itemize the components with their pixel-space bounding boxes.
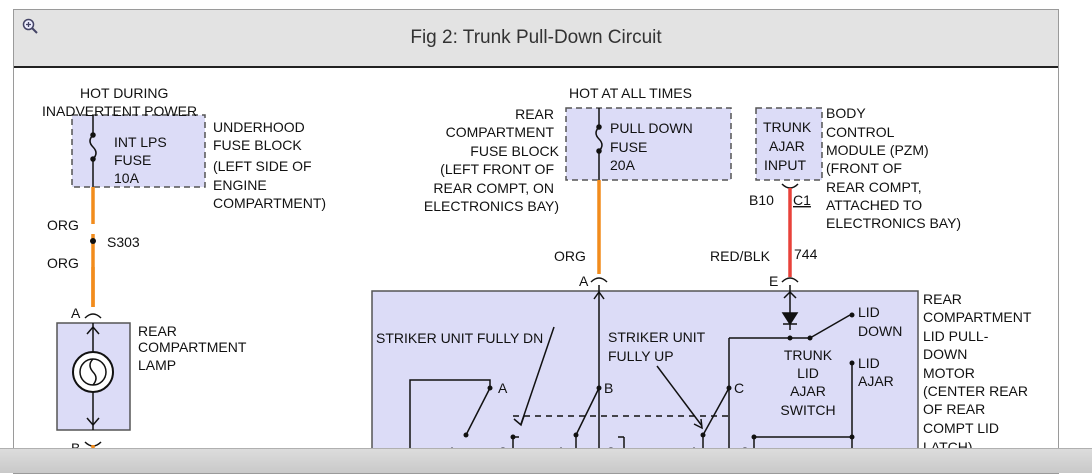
lid-ajar-1: LID	[858, 355, 880, 371]
fuse-label-2: FUSE	[114, 152, 151, 168]
bcm-connector: C1	[793, 192, 811, 208]
motor-desc-4: DOWN	[923, 346, 967, 362]
pull-down-motor-box	[371, 290, 919, 473]
connector-b10	[781, 183, 799, 189]
bcm-desc-3: MODULE (PZM)	[826, 142, 929, 158]
lid-ajar-2: AJAR	[858, 373, 894, 389]
bcm-wire-color: RED/BLK	[710, 248, 771, 264]
bcm-desc-2: CONTROL	[826, 124, 895, 140]
fuse-label-3: 10A	[114, 170, 140, 186]
magnifier-plus-icon[interactable]	[22, 18, 38, 34]
bcm-pin: B10	[749, 192, 774, 208]
trunk-ajar-input-box	[755, 107, 823, 181]
bottom-toolbar	[0, 448, 1092, 473]
bcm-desc-7: ELECTRONICS BAY)	[826, 215, 961, 231]
striker-up-1: STRIKER UNIT	[608, 329, 706, 345]
center-block-1: REAR	[515, 106, 554, 122]
center-wire-color: ORG	[554, 248, 586, 264]
bcm-circuit: 744	[794, 246, 818, 262]
bcm-input-1: TRUNK	[763, 119, 812, 135]
figure-title-bar: Fig 2: Trunk Pull-Down Circuit	[14, 10, 1058, 68]
connector-e	[781, 277, 799, 283]
splice-dot	[90, 238, 96, 244]
center-block-2: COMPARTMENT	[446, 124, 555, 140]
center-fuse-3: 20A	[610, 157, 636, 173]
motor-desc-2: COMPARTMENT	[923, 309, 1032, 325]
trunk-switch-3: AJAR	[790, 383, 826, 399]
motor-desc-7: OF REAR	[923, 401, 985, 417]
switch-b: B	[604, 380, 613, 396]
bcm-desc-4: (FRONT OF	[826, 160, 902, 176]
figure-frame: Fig 2: Trunk Pull-Down Circuit HOT DURIN…	[13, 9, 1059, 474]
bcm-desc-6: ATTACHED TO	[826, 197, 922, 213]
lamp-label-3: LAMP	[138, 357, 176, 373]
fuse-label-1: INT LPS	[114, 134, 167, 150]
motor-desc-8: COMPT LID	[923, 420, 999, 436]
fuse-block-1: UNDERHOOD	[213, 119, 305, 135]
bcm-desc-5: REAR COMPT,	[826, 179, 922, 195]
int-lps-fuse-box	[71, 114, 206, 188]
fuse-block-5: COMPARTMENT)	[213, 195, 326, 211]
trunk-switch-2: LID	[797, 365, 819, 381]
wire-org-label-2: ORG	[47, 255, 79, 271]
fuse-symbol	[595, 108, 603, 180]
splice-label: S303	[107, 234, 140, 250]
connector-a-left	[84, 313, 102, 319]
pin-a-left: A	[71, 305, 81, 321]
motor-desc-1: REAR	[923, 291, 962, 307]
center-block-5: REAR COMPT, ON	[433, 180, 554, 196]
switch-a: A	[498, 380, 508, 396]
striker-up-2: FULLY UP	[608, 348, 674, 364]
lid-down-1: LID	[858, 304, 880, 320]
fuse-block-3: (LEFT SIDE OF	[213, 158, 312, 174]
bcm-desc-1: BODY	[826, 105, 866, 121]
bcm-input-3: INPUT	[764, 157, 806, 173]
striker-dn: STRIKER UNIT FULLY DN	[376, 330, 543, 346]
lamp-label-1: REAR	[138, 323, 177, 339]
hot-all-times: HOT AT ALL TIMES	[569, 85, 692, 101]
switch-contact-dots	[463, 312, 855, 440]
motor-desc-6: (CENTER REAR	[923, 383, 1028, 399]
trunk-switch-4: SWITCH	[780, 402, 835, 418]
center-fuse-2: FUSE	[610, 139, 647, 155]
switch-c: C	[734, 380, 744, 396]
hot-label-2: INADVERTENT POWER	[42, 103, 197, 119]
center-block-3: FUSE BLOCK	[470, 143, 559, 159]
lid-down-2: DOWN	[858, 323, 902, 339]
bcm-input-2: AJAR	[769, 138, 805, 154]
hot-label-1: HOT DURING	[80, 85, 168, 101]
connector-a-center	[590, 277, 608, 283]
center-block-6: ELECTRONICS BAY)	[424, 198, 559, 214]
center-pin-a: A	[579, 273, 589, 289]
fuse-block-4: ENGINE	[213, 177, 267, 193]
center-block-4: (LEFT FRONT OF	[440, 161, 554, 177]
motor-desc-3: LID PULL-	[923, 328, 989, 344]
wire-org-label-1: ORG	[47, 217, 79, 233]
circuit-diagram: HOT DURING INADVERTENT POWER INT LPS FUS…	[42, 85, 1032, 473]
fuse-symbol	[89, 115, 97, 187]
fuse-block-2: FUSE BLOCK	[213, 137, 302, 153]
bcm-pin-e: E	[769, 273, 778, 289]
motor-desc-5: MOTOR	[923, 365, 975, 381]
lamp-label-2: COMPARTMENT	[138, 339, 247, 355]
lamp-symbol	[72, 323, 114, 430]
figure-title: Fig 2: Trunk Pull-Down Circuit	[410, 27, 662, 48]
pull-down-fuse-box	[565, 107, 732, 181]
trunk-switch-1: TRUNK	[784, 347, 833, 363]
center-fuse-1: PULL DOWN	[610, 120, 693, 136]
